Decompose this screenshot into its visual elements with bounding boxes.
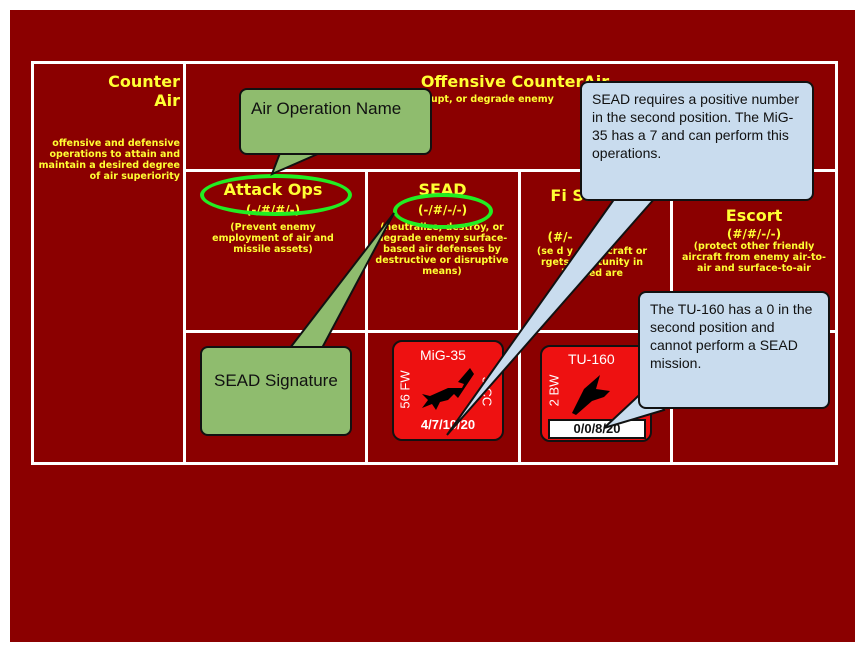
sead-requirement-text: SEAD requires a positive number in the s… <box>592 91 799 161</box>
bomber-icon <box>572 375 610 415</box>
grid-line <box>183 169 838 172</box>
tu160-note-text: The TU-160 has a 0 in the second positio… <box>650 301 813 371</box>
sead-signature-text: SEAD Signature <box>214 371 338 390</box>
escort-title: Escort <box>725 206 783 225</box>
grid-line <box>31 61 838 64</box>
grid-line <box>183 61 186 465</box>
air-operation-name-pointer <box>270 152 321 176</box>
grid-line <box>183 330 838 333</box>
offensive-counter-air-subtitle: rupt, or degrade enemy <box>426 94 554 105</box>
counter-air-title: Counter Air <box>108 72 180 110</box>
grid-line <box>835 61 838 465</box>
air-operation-name-text: Air Operation Name <box>251 99 402 118</box>
slide: Counter Air offensive and defensive oper… <box>10 10 855 642</box>
mig-35-code: 4/7/10/20 <box>400 416 496 436</box>
grid-line <box>518 169 521 465</box>
tu-160-code: 0/0/8/20 <box>548 419 646 439</box>
offensive-counter-air-title: Offensive CounterAir <box>420 72 610 91</box>
grid-line <box>31 61 34 465</box>
sead-signature-callout: SEAD Signature <box>200 346 352 436</box>
sead-requirement-pointer <box>446 197 658 436</box>
attack-ops-description: (Prevent enemy employment of air and mis… <box>212 222 334 255</box>
sead-signature-pointer <box>287 212 395 349</box>
tu160-note-callout: The TU-160 has a 0 in the second positio… <box>638 291 830 409</box>
tu-160-name: TU-160 <box>568 351 615 367</box>
grid-line <box>365 169 368 465</box>
mig-35-name: MiG-35 <box>420 347 466 363</box>
attack-ops-highlight-oval <box>200 174 352 216</box>
air-operation-name-callout: Air Operation Name <box>239 88 432 155</box>
fighter-sweep-signature: (#/- <box>547 230 573 244</box>
sead-requirement-callout: SEAD requires a positive number in the s… <box>580 81 814 201</box>
escort-description: (protect other friendly aircraft from en… <box>682 241 826 274</box>
grid-line <box>31 462 838 465</box>
sead-signature-highlight-oval <box>393 193 493 229</box>
counter-air-description: offensive and defensive operations to at… <box>38 138 180 182</box>
escort-signature: (#/#/-/-) <box>726 227 782 241</box>
fighter-jet-icon <box>422 368 474 410</box>
tu-160-counter[interactable]: TU-160 2 BW 2 0/0/8/20 <box>540 345 652 442</box>
